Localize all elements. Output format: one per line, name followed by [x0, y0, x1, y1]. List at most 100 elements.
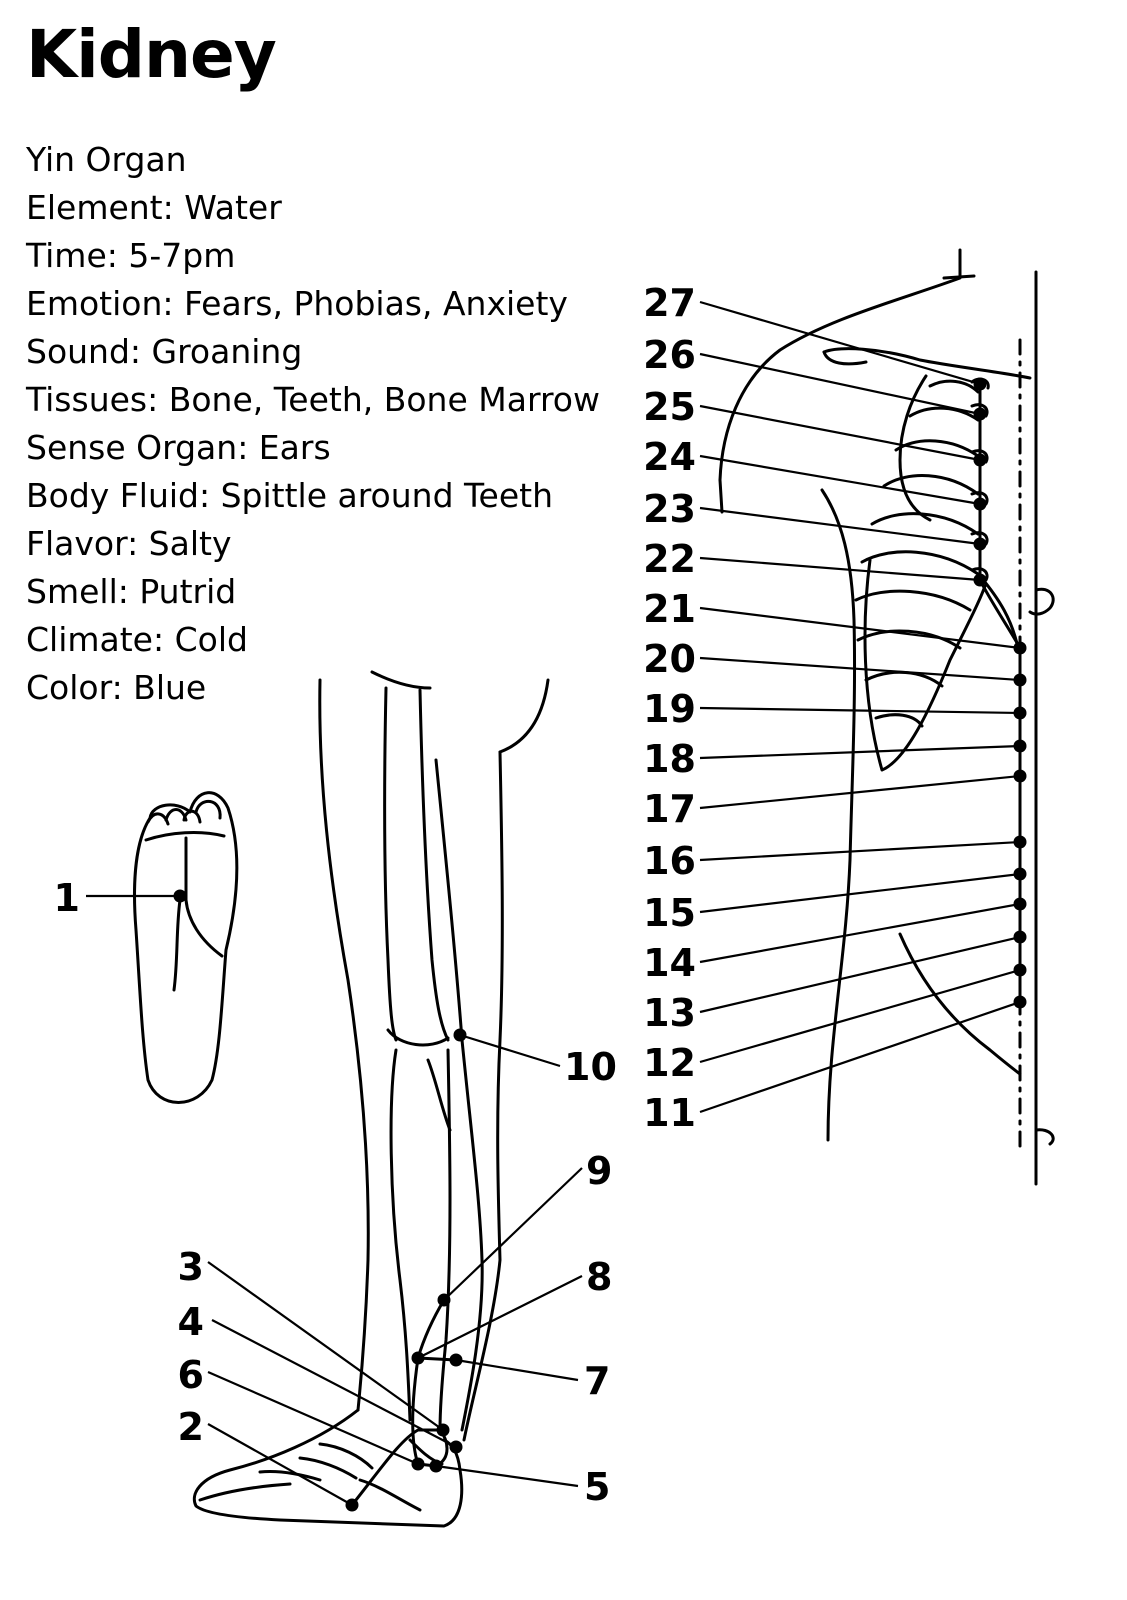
acupoint-label: 10 — [564, 1045, 617, 1089]
acupoint-20: 20 — [643, 637, 1027, 687]
property-item: Yin Organ — [26, 140, 187, 179]
acupoint-dot — [1013, 995, 1027, 1009]
acupoint-leader-line — [455, 1358, 579, 1382]
acupoint-leader-line — [435, 1464, 579, 1488]
acupoint-17: 17 — [643, 769, 1027, 831]
acupoint-24: 24 — [643, 435, 987, 511]
leg-illustration — [193, 670, 550, 1528]
acupoint-21: 21 — [643, 587, 1027, 655]
acupoint-dot — [1013, 673, 1027, 687]
acupoint-9: 9 — [437, 1149, 612, 1307]
acupoint-dot — [449, 1353, 463, 1367]
foot-sole-illustration — [133, 791, 239, 1104]
acupoint-label: 7 — [584, 1359, 610, 1403]
acupoint-label: 18 — [643, 737, 696, 781]
acupoint-dot — [411, 1351, 425, 1365]
acupoint-label: 4 — [178, 1300, 204, 1344]
acupoint-3: 3 — [178, 1245, 450, 1437]
acupoint-leader-line — [699, 872, 1021, 914]
acupoint-12: 12 — [643, 963, 1027, 1085]
acupoint-16: 16 — [643, 835, 1027, 883]
acupoint-1: 1 — [54, 876, 187, 920]
acupoint-dot — [436, 1423, 450, 1437]
acupoint-5: 5 — [429, 1459, 610, 1509]
acupoint-dot — [1013, 835, 1027, 849]
property-item: Sense Organ: Ears — [26, 428, 331, 467]
acupoint-label: 13 — [643, 991, 696, 1035]
property-item: Color: Blue — [26, 668, 207, 707]
acupoint-10: 10 — [453, 1028, 617, 1089]
acupoint-label: 23 — [643, 487, 696, 531]
acupoint-label: 16 — [643, 839, 696, 883]
acupoint-dot — [1013, 706, 1027, 720]
acupoint-label: 25 — [643, 385, 696, 429]
acupoint-dot — [973, 377, 987, 391]
acupoint-leader-line — [699, 404, 981, 462]
acupoint-dot — [1013, 963, 1027, 977]
acupoint-label: 1 — [54, 876, 80, 920]
acupoint-leader-line — [699, 744, 1021, 760]
acupoint-dot — [973, 537, 987, 551]
acupoint-leader-line — [207, 1370, 419, 1466]
acupoint-dot — [1013, 739, 1027, 753]
acupoint-label: 19 — [643, 687, 696, 731]
acupoint-25: 25 — [643, 385, 987, 467]
property-item: Time: 5-7pm — [26, 236, 236, 275]
acupoint-label: 9 — [586, 1149, 612, 1193]
acupoint-18: 18 — [643, 737, 1027, 781]
acupoint-label: 8 — [586, 1255, 612, 1299]
acupoint-dot — [973, 497, 987, 511]
acupoint-label: 5 — [584, 1465, 610, 1509]
acupoint-8: 8 — [411, 1255, 612, 1365]
acupoint-leader-line — [417, 1275, 583, 1359]
acupoint-leader-line — [699, 840, 1021, 862]
page-title: Kidney — [26, 16, 277, 93]
acupoint-26: 26 — [643, 333, 987, 421]
acupoint-label: 27 — [643, 281, 696, 325]
acupoint-leader-line — [699, 606, 1021, 650]
acupoint-leader-line — [699, 556, 981, 582]
acupoint-label: 17 — [643, 787, 696, 831]
acupoint-label: 22 — [643, 537, 696, 581]
acupoint-label: 3 — [178, 1245, 204, 1289]
acupoint-6: 6 — [178, 1353, 425, 1471]
acupoint-leader-line — [699, 300, 981, 386]
acupoint-leader-line — [699, 352, 981, 416]
acupoint-leader-line — [699, 454, 981, 506]
acupoint-label: 11 — [643, 1091, 696, 1135]
acupoint-leader-line — [699, 968, 1021, 1064]
acupoint-label: 12 — [643, 1041, 696, 1085]
acupoint-leader-line — [699, 935, 1021, 1014]
acupoint-leader-line — [443, 1167, 583, 1301]
acupoint-dot — [345, 1498, 359, 1512]
property-item: Element: Water — [26, 188, 282, 227]
acupoint-dot — [973, 573, 987, 587]
acupoint-dot — [437, 1293, 451, 1307]
acupoint-7: 7 — [449, 1353, 610, 1403]
acupoint-23: 23 — [643, 487, 987, 551]
acupoint-11: 11 — [643, 995, 1027, 1135]
acupoint-dot — [411, 1457, 425, 1471]
acupoint-dot — [1013, 867, 1027, 881]
acupoint-27: 27 — [643, 281, 987, 391]
acupoint-label: 21 — [643, 587, 696, 631]
acupoint-dot — [1013, 769, 1027, 783]
acupoint-dot — [449, 1440, 463, 1454]
acupoint-15: 15 — [643, 867, 1027, 935]
acupoint-dot — [173, 889, 187, 903]
property-item: Flavor: Salty — [26, 524, 232, 563]
property-item: Tissues: Bone, Teeth, Bone Marrow — [26, 380, 600, 419]
torso-illustration — [718, 248, 1055, 1186]
acupoint-label: 20 — [643, 637, 696, 681]
acupoint-label: 2 — [178, 1405, 204, 1449]
acupoint-label: 26 — [643, 333, 696, 377]
acupoint-22: 22 — [643, 537, 987, 587]
property-item: Smell: Putrid — [26, 572, 237, 611]
property-item: Emotion: Fears, Phobias, Anxiety — [26, 284, 568, 323]
acupoint-leader-line — [699, 706, 1021, 715]
acupoint-leader-line — [459, 1033, 561, 1068]
acupoint-dot — [1013, 897, 1027, 911]
acupoint-leader-line — [699, 506, 981, 546]
acupoint-label: 24 — [643, 435, 696, 479]
